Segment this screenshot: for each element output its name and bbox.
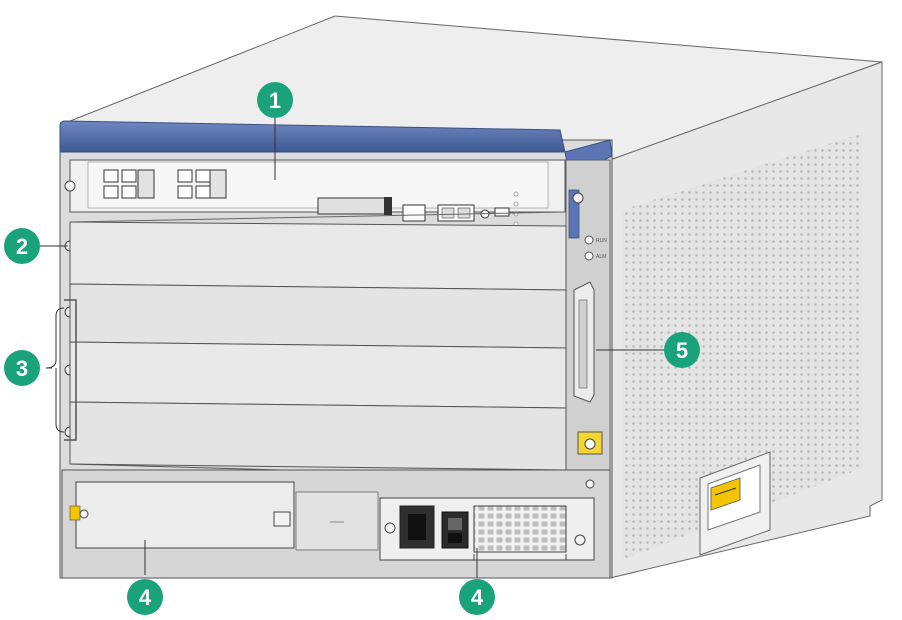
front-blue-strip: [59, 120, 566, 153]
svg-text:4: 4: [471, 585, 484, 610]
svg-text:2: 2: [16, 234, 28, 259]
svg-text:ALM: ALM: [596, 254, 606, 260]
callout-4a: 4: [127, 579, 163, 615]
callout-5: 5: [664, 332, 700, 368]
filler-panels: [69, 221, 567, 471]
svg-text:1: 1: [269, 88, 281, 113]
power-supply-module: [379, 497, 595, 561]
callout-leader-lines: [40, 116, 664, 578]
callout-2: 2: [4, 228, 40, 264]
callout-3: 3: [4, 350, 40, 386]
psu-fan-grille: [473, 505, 567, 553]
main-processing-unit-card: [69, 159, 566, 227]
side-ventilation-grid: [622, 133, 863, 560]
svg-text:5: 5: [676, 338, 688, 363]
svg-text:3: 3: [16, 356, 28, 381]
svg-text:4: 4: [139, 585, 152, 610]
side-handle: [699, 451, 771, 556]
left-bracket-handle: [64, 299, 77, 441]
svg-text:RUN: RUN: [596, 238, 607, 244]
power-supply-filler: [69, 481, 295, 549]
callout-4b: 4: [459, 579, 495, 615]
callout-1: 1: [257, 82, 293, 118]
cf-card-slot: [317, 197, 389, 215]
